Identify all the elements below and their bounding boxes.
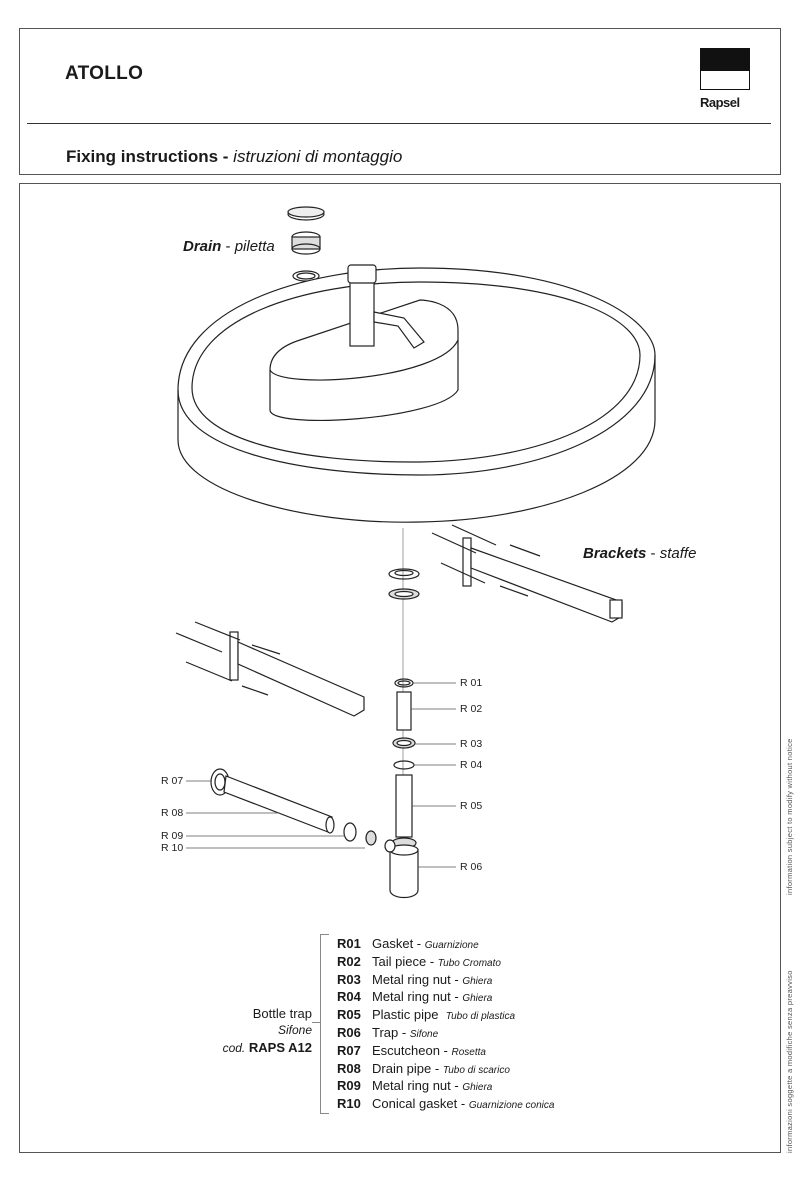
bottle-trap-code-prefix: cod. [222, 1041, 246, 1055]
legend-italian: Guarnizione conica [468, 1100, 555, 1112]
legend-name: Trap [372, 1024, 399, 1040]
right-bracket [431, 524, 623, 623]
legend-code: R01 [337, 936, 361, 951]
legend-row: R08 Drain pipe - Tubo di scarico [337, 1061, 554, 1079]
header-divider [27, 123, 771, 124]
leader-lines [186, 682, 456, 868]
legend-sep: - [398, 1024, 410, 1040]
legend-code: R05 [337, 1007, 361, 1023]
tag-r09: R 09 [161, 830, 184, 842]
legend-sep: - [450, 989, 463, 1005]
legend-row: R09 Metal ring nut - Ghiera [337, 1078, 554, 1096]
legend-italian: Sifone [409, 1028, 439, 1040]
legend-sep: - [426, 953, 438, 969]
legend-sep: - [450, 971, 463, 987]
legend-name: Metal ring nut [372, 989, 451, 1005]
drain-label: Drain [183, 238, 222, 255]
legend-code: R06 [337, 1024, 361, 1040]
tag-r10: R 10 [161, 842, 184, 854]
bottle-trap-code-value: RAPS A12 [248, 1040, 312, 1055]
trap-parts [389, 678, 419, 899]
legend-row: R05 Plastic pipe Tubo di plastica [337, 1007, 554, 1025]
legend-bracket-tick [312, 1022, 320, 1023]
legend-italian: Tubo di scarico [442, 1064, 510, 1076]
tag-r04: R 04 [460, 759, 483, 771]
tag-r05: R 05 [460, 800, 483, 812]
drain-italic: piletta [234, 238, 275, 255]
left-bracket [175, 621, 365, 717]
basin [177, 264, 656, 523]
brand-name: Rapsel [700, 95, 740, 110]
legend-italian: Ghiera [462, 993, 493, 1005]
legend-code: R10 [337, 1096, 361, 1112]
product-title: ATOLLO [65, 63, 144, 84]
legend-name: Tail piece [372, 953, 427, 969]
legend-row: R02 Tail piece - Tubo Cromato [337, 954, 554, 972]
legend-code: R03 [337, 971, 361, 987]
legend-code: R09 [337, 1078, 361, 1094]
legend-name: Conical gasket [372, 1096, 458, 1112]
brand-logo: Rapsel [700, 48, 752, 118]
bottle-trap-title: Bottle trap [252, 1006, 312, 1021]
side-notes: information subject to modify without no… [785, 725, 797, 1155]
parts-legend: R01 Gasket - Guarnizione R02 Tail piece - … [337, 936, 554, 1114]
tag-r08: R 08 [161, 807, 184, 819]
side-note-italian: informazioni soggette a modifiche senza … [785, 970, 794, 1153]
brackets-italic: staffe [659, 545, 697, 562]
legend-sep: - [450, 1078, 463, 1094]
brackets-sep: - [646, 545, 660, 562]
legend-row: R01 Gasket - Guarnizione [337, 936, 554, 954]
drain-callout: Drain - piletta [183, 238, 275, 255]
legend-name: Metal ring nut [372, 1078, 451, 1094]
legend-code: R04 [337, 989, 361, 1005]
legend-sep: - [413, 936, 425, 951]
brackets-label: Brackets [583, 545, 647, 562]
legend-name: Gasket [372, 936, 414, 951]
subtitle-main: Fixing instructions [66, 147, 219, 166]
page-subtitle: Fixing instructions - istruzioni di mont… [66, 147, 402, 167]
legend-code: R07 [337, 1042, 361, 1058]
tag-r02: R 02 [460, 703, 483, 715]
legend-sep: - [457, 1096, 469, 1112]
logo-mark [700, 48, 750, 90]
drain-pipe-parts [210, 768, 396, 853]
legend-bracket [320, 934, 329, 1114]
legend-italian: Ghiera [462, 975, 493, 987]
legend-italian: Rosetta [451, 1046, 486, 1058]
legend-name: Metal ring nut [372, 971, 451, 987]
legend-italian: Ghiera [462, 1082, 493, 1094]
drawing-frame [19, 183, 781, 1153]
legend-name: Plastic pipe [372, 1007, 439, 1023]
bottle-trap-caption: Bottle trap Sifone cod. RAPS A12 [190, 1005, 312, 1057]
bottle-trap-italian: Sifone [277, 1023, 312, 1037]
drain-sep: - [221, 238, 235, 255]
tag-r06: R 06 [460, 861, 483, 873]
legend-sep: - [431, 1060, 443, 1076]
legend-row: R06 Trap - Sifone [337, 1025, 554, 1043]
legend-sep: - [439, 1042, 452, 1058]
subtitle-separator: - [218, 147, 234, 166]
legend-code: R02 [337, 953, 361, 969]
tag-r01: R 01 [460, 677, 483, 689]
legend-italian: Tubo di plastica [445, 1011, 516, 1023]
legend-name: Escutcheon [372, 1042, 440, 1058]
tag-r03: R 03 [460, 738, 483, 750]
legend-italian: Tubo Cromato [437, 957, 501, 969]
header-frame [19, 28, 781, 175]
legend-row: R04 Metal ring nut - Ghiera [337, 989, 554, 1007]
tag-r07: R 07 [161, 775, 184, 787]
subtitle-italic: istruzioni di montaggio [233, 147, 403, 166]
legend-row: R07 Escutcheon - Rosetta [337, 1043, 554, 1061]
legend-name: Drain pipe [372, 1060, 432, 1076]
side-note-english: information subject to modify without no… [785, 738, 794, 895]
bottle-trap-code: cod. RAPS A12 [190, 1039, 312, 1057]
legend-code: R08 [337, 1060, 361, 1076]
legend-italian: Guarnizione [424, 940, 479, 951]
legend-row: R03 Metal ring nut - Ghiera [337, 972, 554, 990]
drain-parts [287, 206, 325, 282]
brackets-callout: Brackets - staffe [583, 545, 696, 562]
legend-row: R10 Conical gasket - Guarnizione conica [337, 1096, 554, 1114]
